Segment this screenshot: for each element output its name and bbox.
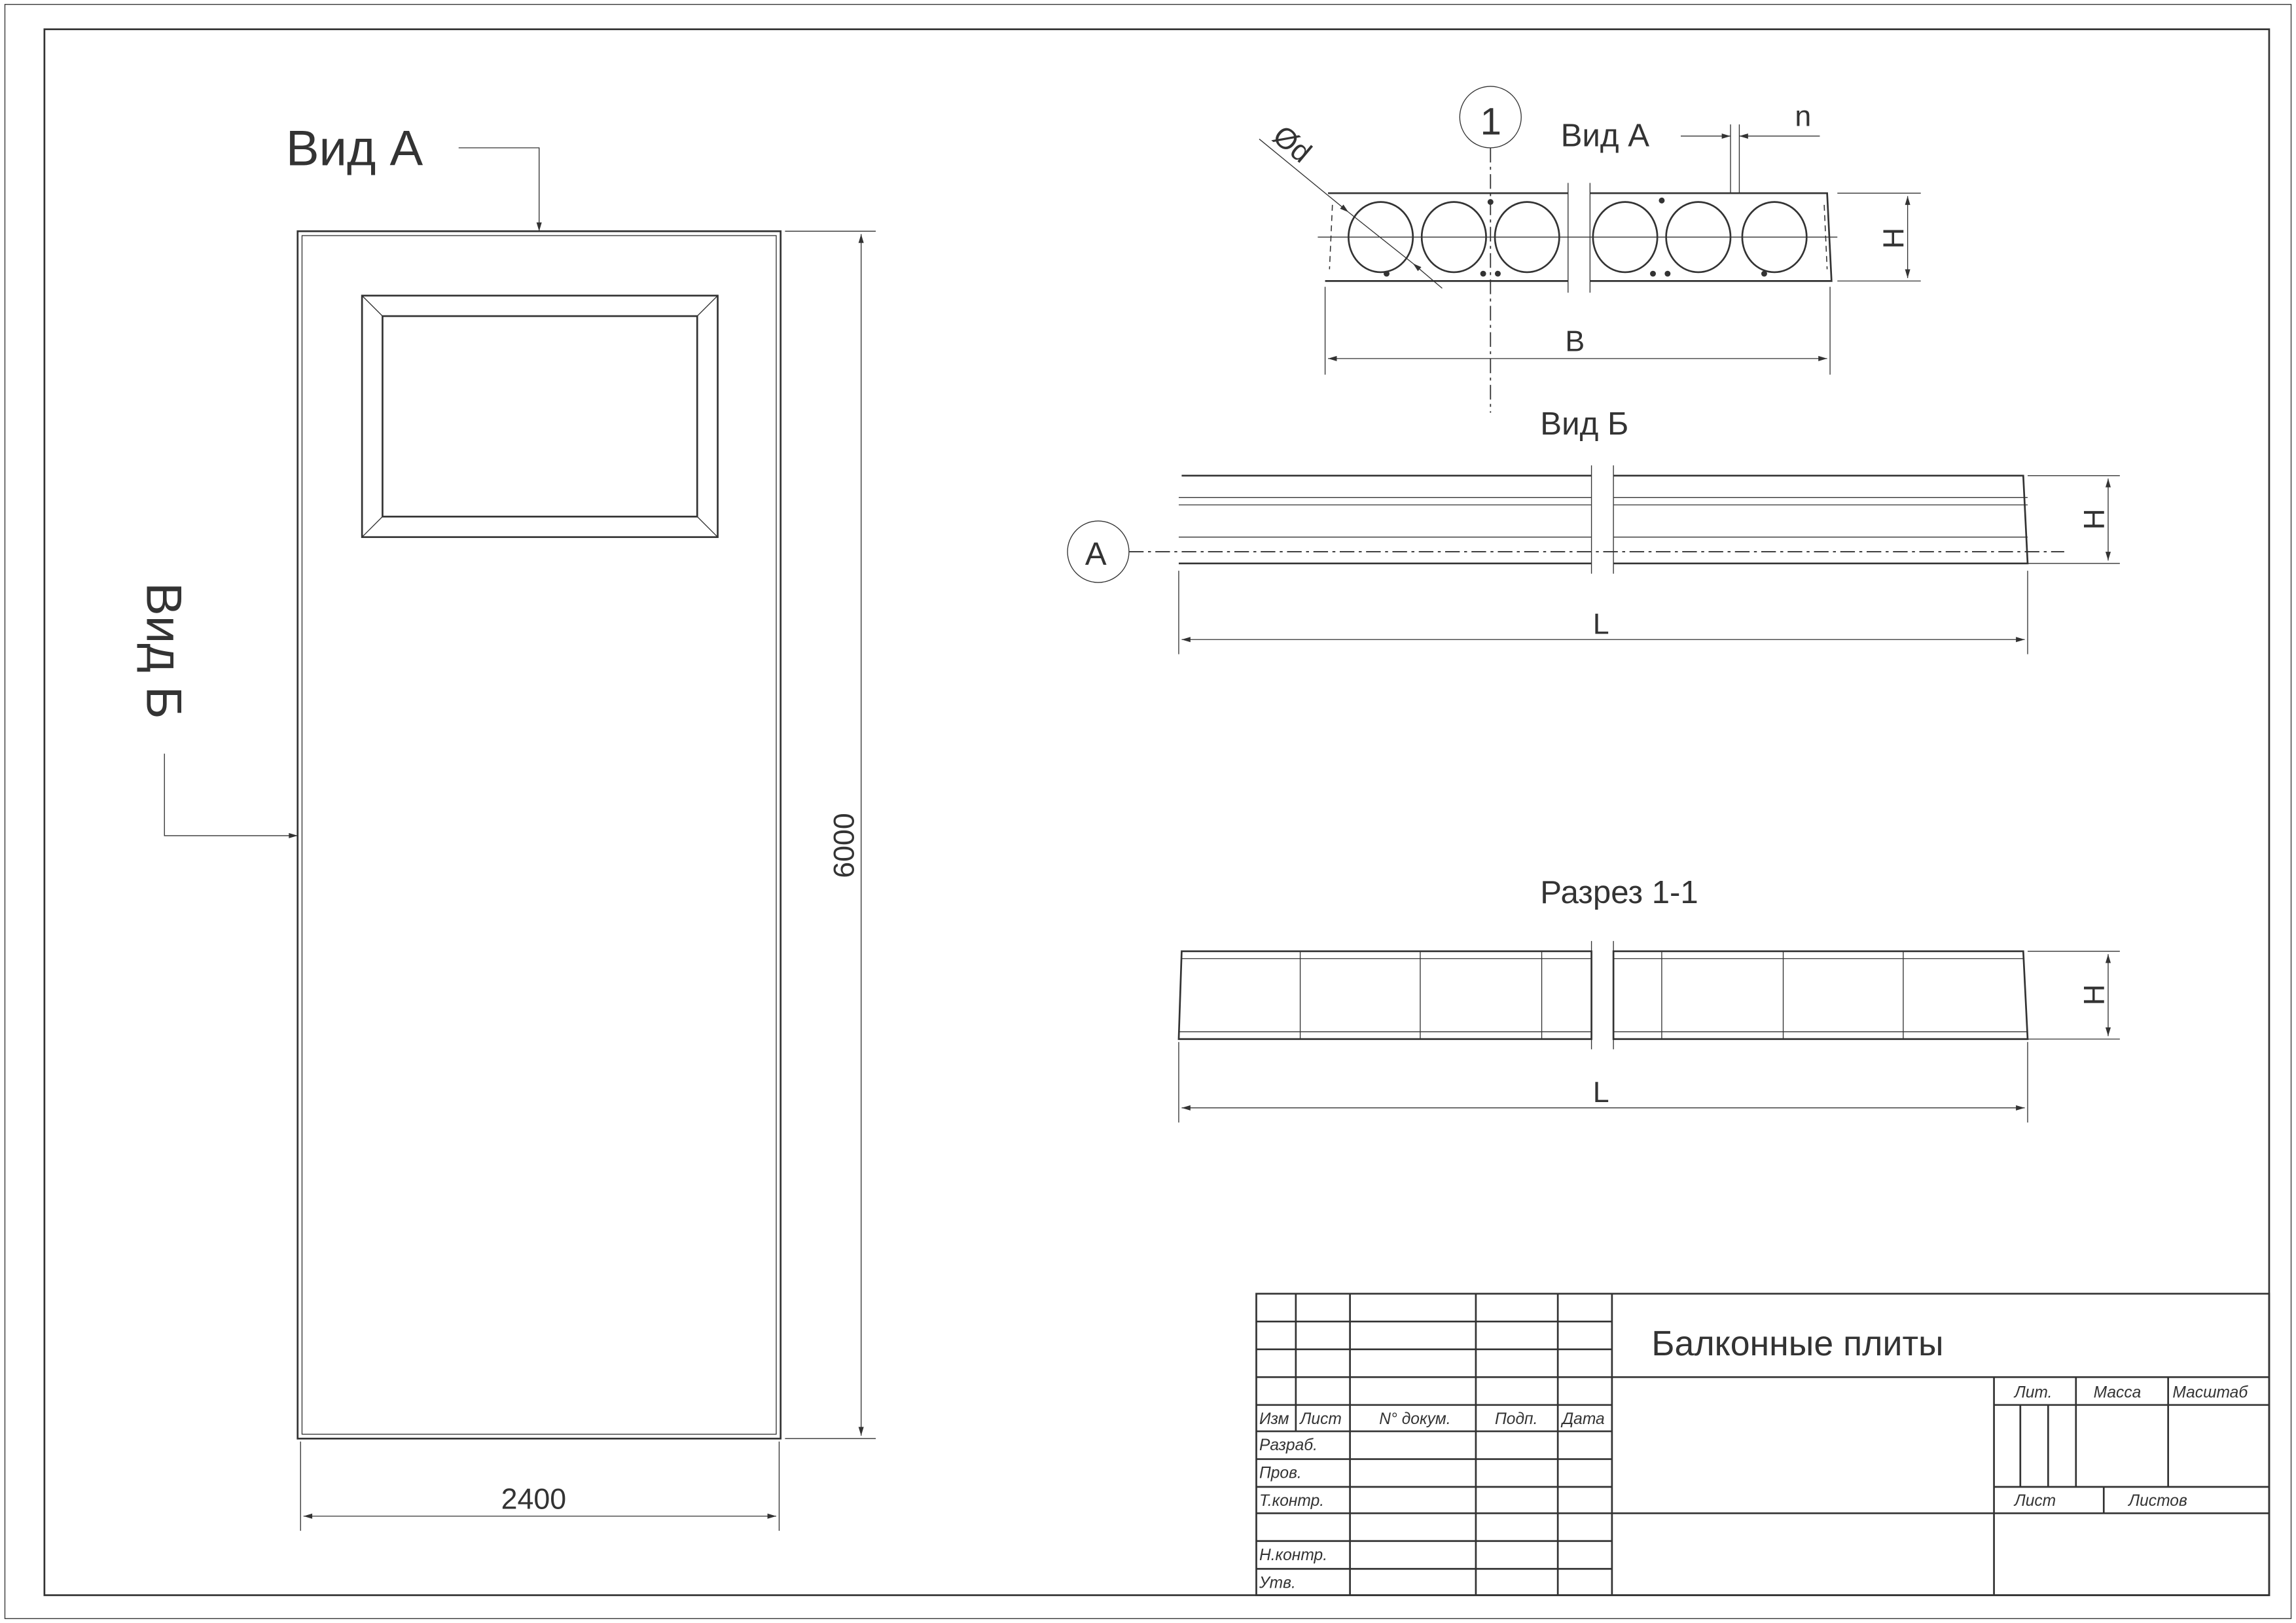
title-block: Балконные плиты Изм Лист N° докум. Подп.… — [1255, 1293, 2270, 1596]
section-1-1: Разрез 1-1 H L — [1177, 874, 2120, 1123]
length-dimension: L — [1593, 1077, 1609, 1109]
row-developer: Разраб. — [1259, 1436, 1318, 1454]
label-mass: Масса — [2094, 1384, 2142, 1402]
header-doc-number: N° докум. — [1379, 1410, 1450, 1428]
slab-plan-view: Вид А Вид Б 6000 2400 — [135, 121, 876, 1531]
section-marker — [1459, 86, 1522, 149]
label-scale: Масштаб — [2172, 1384, 2248, 1402]
width-dimension: B — [1565, 326, 1585, 358]
extension-lines — [300, 230, 876, 1531]
height-dimension: H — [2078, 984, 2110, 1005]
page-edge — [4, 4, 2292, 1619]
section-title: Разрез 1-1 — [1540, 874, 1698, 910]
drawing-frame — [43, 28, 2270, 1596]
axis-marker-label: A — [1085, 536, 1107, 572]
height-dimension: H — [2078, 508, 2110, 529]
axis-marker — [1067, 520, 1130, 583]
view-a-cross-section: 1 Вид А n Ød H B — [1259, 86, 1921, 413]
row-checked: Пров. — [1259, 1465, 1302, 1482]
view-a-arrow — [458, 147, 542, 232]
drawing-title: Балконные плиты — [1651, 1324, 1943, 1363]
height-dimension: H — [1878, 228, 1910, 249]
row-norm-control: Н.контр. — [1259, 1546, 1327, 1564]
view-b-label: Вид Б — [135, 582, 191, 719]
diameter-dimension: Ød — [1266, 120, 1317, 169]
view-b-side-elevation: Вид Б A H L — [1067, 406, 2120, 654]
row-approved: Утв. — [1259, 1574, 1296, 1592]
gap-dimension: n — [1795, 100, 1811, 132]
label-letter: Лит. — [2013, 1384, 2053, 1402]
header-sheet: Лист — [1299, 1410, 1342, 1428]
length-dimension: 6000 — [829, 813, 861, 878]
header-date: Дата — [1560, 1410, 1605, 1428]
header-signature: Подп. — [1495, 1410, 1537, 1428]
window-opening — [361, 294, 719, 539]
view-b-arrow — [164, 753, 298, 838]
section-marker-label: 1 — [1480, 101, 1501, 143]
view-a-label: Вид А — [286, 121, 423, 177]
label-sheets: Листов — [2127, 1492, 2187, 1510]
width-dimension: 2400 — [501, 1484, 566, 1516]
label-sheet: Лист — [2013, 1492, 2056, 1510]
row-tech-control: Т.контр. — [1259, 1492, 1324, 1510]
header-change: Изм — [1259, 1410, 1289, 1428]
view-b-title: Вид Б — [1540, 406, 1628, 442]
view-a-title: Вид А — [1561, 118, 1650, 154]
length-dimension: L — [1593, 608, 1609, 640]
